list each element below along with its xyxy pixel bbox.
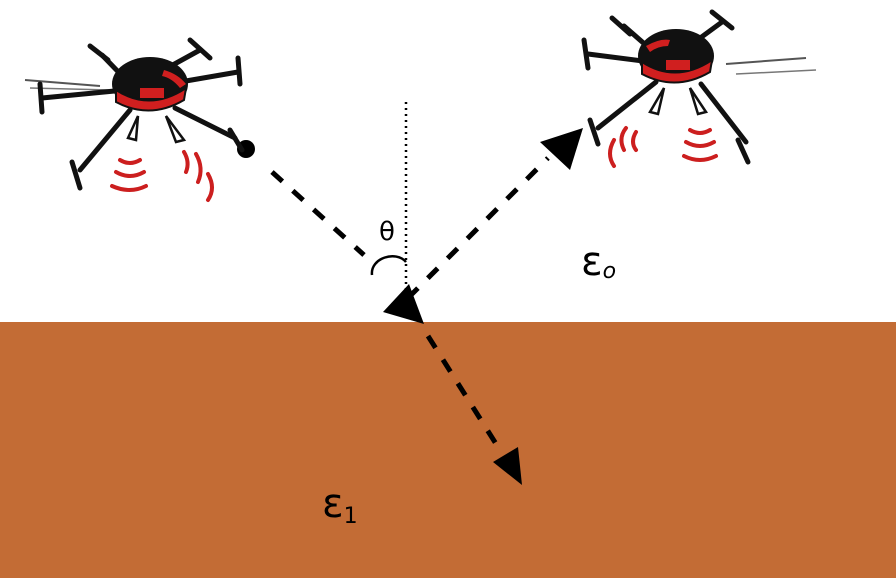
- transmitter-drone-icon: [24, 37, 245, 202]
- refracted-ray: [425, 334, 522, 485]
- angle-label: θ: [379, 217, 395, 247]
- reflected-ray: [406, 128, 583, 300]
- angle-arc: [370, 255, 407, 276]
- refracted-arrowhead: [493, 447, 522, 485]
- upper-medium-label: εo: [581, 239, 616, 285]
- reflected-arrowhead: [540, 128, 583, 170]
- receiver-drone-icon: [581, 9, 817, 168]
- incident-ray: [237, 140, 424, 324]
- incident-arrowhead: [383, 284, 424, 324]
- ground-medium: [0, 322, 896, 578]
- upper-medium-subscript: o: [603, 259, 616, 284]
- lower-medium-subscript: 1: [344, 504, 358, 529]
- lower-medium-label: ε1: [322, 481, 358, 529]
